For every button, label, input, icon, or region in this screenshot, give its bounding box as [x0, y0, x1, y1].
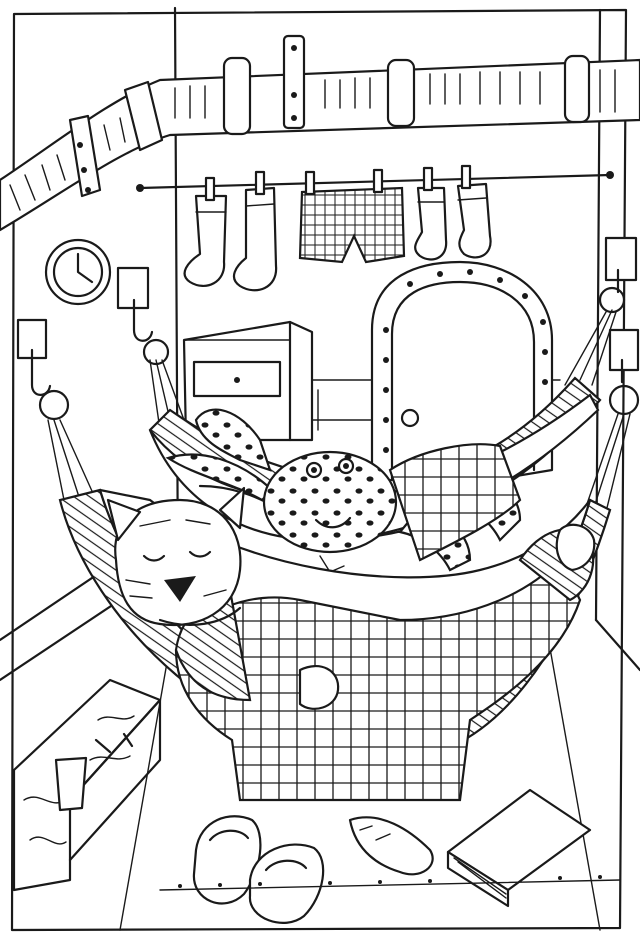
- socks-right: [415, 166, 490, 259]
- wooden-shelf: [14, 680, 160, 890]
- slippers: [194, 816, 323, 923]
- socks-left: [185, 172, 277, 290]
- plaid-blanket: [390, 444, 520, 560]
- clothesline: [136, 166, 614, 290]
- sleeping-cat: [108, 488, 594, 874]
- ceiling-pipe: [0, 36, 640, 230]
- wall-clock: [46, 240, 110, 304]
- book: [448, 790, 590, 906]
- rug: [160, 875, 620, 890]
- plaid-shorts: [300, 170, 404, 262]
